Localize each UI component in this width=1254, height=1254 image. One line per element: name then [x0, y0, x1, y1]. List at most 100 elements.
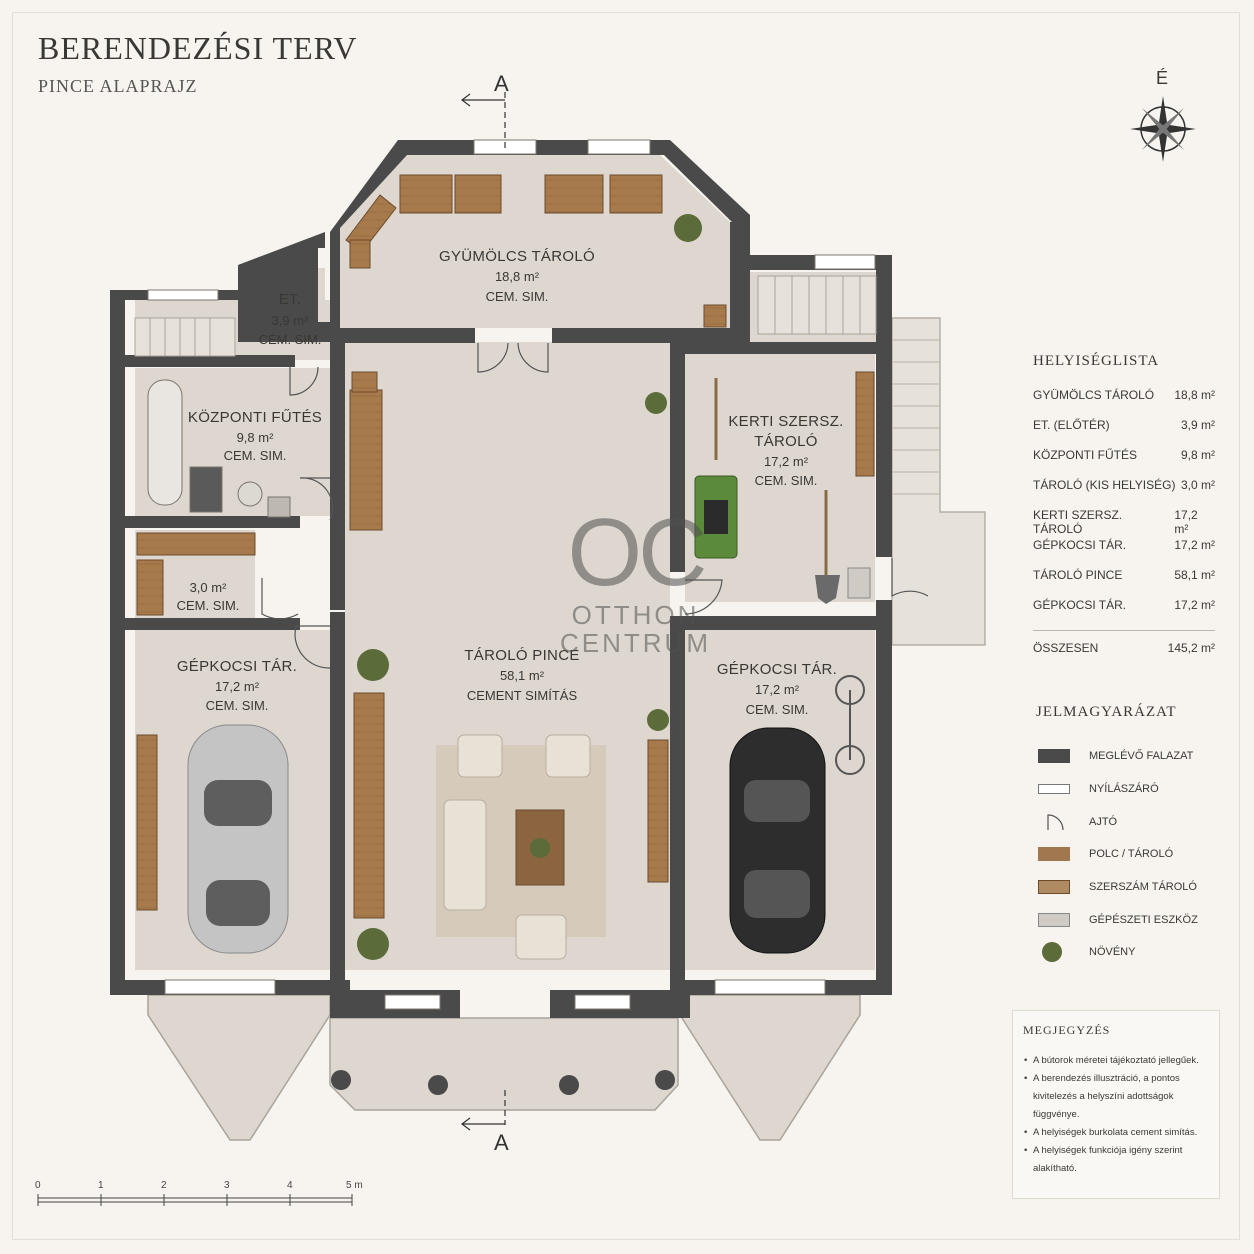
- plant-swatch-icon: [1042, 942, 1062, 963]
- terrace-columns: [331, 1070, 675, 1095]
- windows: [147, 139, 876, 1010]
- legend-label: SZERSZÁM TÁROLÓ: [1089, 881, 1197, 894]
- room-label-gyumolcs: GYÜMÖLCS TÁROLÓ 18,8 m² CEM. SIM.: [439, 247, 595, 304]
- legend-label: AJTÓ: [1089, 815, 1118, 828]
- legend-label: NÖVÉNY: [1089, 946, 1136, 959]
- page-frame: [12, 12, 1240, 1240]
- scale-tick: 1: [98, 1180, 104, 1191]
- legend: MEGLÉVŐ FALAZAT NYÍLÁSZÁRÓ AJTÓ POLC / T…: [1038, 740, 1198, 969]
- room-list-row: TÁROLÓ PINCE 58,1 m²: [1033, 568, 1215, 598]
- section-mark-top: A: [494, 71, 509, 96]
- room-list-area: 18,8 m²: [1174, 388, 1215, 402]
- room-list-area: 17,2 m²: [1174, 538, 1215, 552]
- room-label-gepkocsi-left: GÉPKOCSI TÁR. 17,2 m² CEM. SIM.: [177, 658, 297, 713]
- room-finish: CEMENT SIMÍTÁS: [467, 688, 578, 703]
- room-label-et: ET. 3,9 m² CEM. SIM.: [259, 291, 322, 347]
- legend-item-wall: MEGLÉVŐ FALAZAT: [1038, 740, 1198, 773]
- room-list-title: HELYISÉGLISTA: [1033, 353, 1160, 369]
- lounge-furniture: [443, 734, 591, 960]
- room-list-row: TÁROLÓ (KIS HELYISÉG) 3,0 m²: [1033, 478, 1215, 508]
- legend-label: POLC / TÁROLÓ: [1089, 848, 1174, 861]
- legend-label: NYÍLÁSZÁRÓ: [1089, 783, 1159, 796]
- tool-storage-swatch-icon: [1038, 880, 1070, 895]
- room-area: 18,8 m²: [495, 269, 540, 284]
- silver-car: [187, 724, 289, 954]
- room-area: 58,1 m²: [500, 668, 545, 683]
- note-item: A berendezés illusztráció, a pontos kivi…: [1024, 1070, 1209, 1124]
- black-car: [729, 727, 826, 954]
- legend-title: JELMAGYARÁZAT: [1036, 704, 1177, 720]
- room-list-row: GYÜMÖLCS TÁROLÓ 18,8 m²: [1033, 388, 1215, 418]
- room-label-kerti: KERTI SZERSZ. TÁROLÓ 17,2 m² CEM. SIM.: [728, 413, 843, 488]
- room-list-area: 3,0 m²: [1180, 478, 1215, 492]
- room-list-name: ET. (ELŐTÉR): [1033, 418, 1110, 432]
- room-finish: CEM. SIM.: [755, 473, 818, 488]
- shelf-swatch-icon: [1038, 847, 1070, 862]
- room-name: GYÜMÖLCS TÁROLÓ: [439, 247, 595, 265]
- outside-stair-steps: [892, 339, 940, 495]
- room-list-row: GÉPKOCSI TÁR. 17,2 m²: [1033, 538, 1215, 568]
- room-name-line2: TÁROLÓ: [754, 433, 817, 450]
- room-area: 9,8 m²: [237, 430, 275, 445]
- scale-tick: 5 m: [346, 1180, 363, 1191]
- left-bay-terrace: [147, 994, 331, 1141]
- window-swatch-icon: [1038, 784, 1070, 795]
- room-label-gepkocsi-right: GÉPKOCSI TÁR. 17,2 m² CEM. SIM.: [717, 661, 837, 717]
- room-finish: CEM. SIM.: [224, 448, 287, 463]
- room-list-name: KERTI SZERSZ. TÁROLÓ: [1033, 508, 1123, 536]
- right-bay-terrace: [679, 994, 861, 1141]
- shelves: [136, 174, 875, 919]
- room-label-futes: KÖZPONTI FŰTÉS 9,8 m² CEM. SIM.: [188, 408, 322, 463]
- room-list-row: GÉPKOCSI TÁR.17,2 m²: [1033, 598, 1215, 628]
- room-label-kis-tarolo: 3,0 m² CEM. SIM.: [177, 580, 240, 613]
- wall-swatch-icon: [1038, 749, 1070, 764]
- garden-tools: [694, 378, 871, 604]
- section-mark-bottom: A: [494, 1130, 509, 1155]
- room-name: ET.: [279, 291, 302, 308]
- legend-item-tool-storage: SZERSZÁM TÁROLÓ: [1038, 871, 1198, 904]
- note-item: A helyiségek funkciója igény szerint ala…: [1024, 1142, 1209, 1178]
- room-name: KÖZPONTI FŰTÉS: [188, 408, 322, 426]
- page-subtitle: PINCE ALAPRAJZ: [38, 76, 198, 96]
- total-label: ÖSSZESEN: [1033, 641, 1099, 655]
- notes-list: A bútorok méretei tájékoztató jellegűek.…: [1023, 1052, 1209, 1178]
- scale-bar: 0 1 2 3 4 5 m: [35, 1178, 368, 1223]
- notes-box: MEGJEGYZÉS A bútorok méretei tájékoztató…: [1012, 1010, 1220, 1199]
- watermark-line1: OTTHON: [571, 600, 700, 630]
- outside-stair: [891, 317, 986, 646]
- doors: [261, 342, 929, 669]
- room-list-name: GYÜMÖLCS TÁROLÓ: [1033, 388, 1155, 402]
- legend-item-window: NYÍLÁSZÁRÓ: [1038, 773, 1198, 806]
- room-list-area: 3,9 m²: [1180, 418, 1215, 432]
- front-terrace: [329, 1017, 679, 1111]
- room-name: GÉPKOCSI TÁR.: [177, 658, 297, 675]
- room-list: GYÜMÖLCS TÁROLÓ 18,8 m² ET. (ELŐTÉR) 3,9 m…: [1033, 388, 1215, 671]
- room-list-area: 9,8 m²: [1180, 448, 1215, 462]
- note-item: A bútorok méretei tájékoztató jellegűek.: [1024, 1052, 1209, 1070]
- note-item: A helyiségek burkolata cement simítás.: [1024, 1124, 1209, 1142]
- scale-bar-graphic: 0 1 2 3 4 5 m: [35, 1180, 363, 1206]
- room-list-name: TÁROLÓ (KIS HELYISÉG): [1033, 478, 1176, 492]
- room-finish: CEM. SIM.: [206, 698, 269, 713]
- room-area: 17,2 m²: [764, 454, 809, 469]
- legend-item-door: AJTÓ: [1038, 805, 1198, 838]
- legend-label: MEGLÉVŐ FALAZAT: [1089, 750, 1194, 763]
- plant-icons: [357, 214, 702, 960]
- room-list-name: TÁROLÓ PINCE: [1033, 568, 1123, 582]
- room-list-row: ET. (ELŐTÉR) 3,9 m²: [1033, 418, 1215, 448]
- inner-stair: [134, 275, 877, 357]
- room-finish: CEM. SIM.: [259, 332, 322, 347]
- scale-tick: 4: [287, 1180, 293, 1191]
- compass-rose-icon: [1130, 96, 1196, 162]
- room-area: 17,2 m²: [215, 679, 260, 694]
- floor-plan: A A GYÜMÖLCS TÁROLÓ 18,8 m² CEM. SIM. ET…: [110, 71, 986, 1155]
- room-list-name: GÉPKOCSI TÁR.: [1033, 538, 1127, 552]
- room-name: KERTI SZERSZ.: [728, 413, 843, 430]
- room-list-area: 58,1 m²: [1174, 568, 1215, 582]
- watermark-line2: CENTRUM: [560, 628, 711, 658]
- room-label-tarolo-pince: TÁROLÓ PINCE 58,1 m² CEMENT SIMÍTÁS: [464, 647, 579, 703]
- room-finish: CEM. SIM.: [746, 702, 809, 717]
- scale-tick: 3: [224, 1180, 230, 1191]
